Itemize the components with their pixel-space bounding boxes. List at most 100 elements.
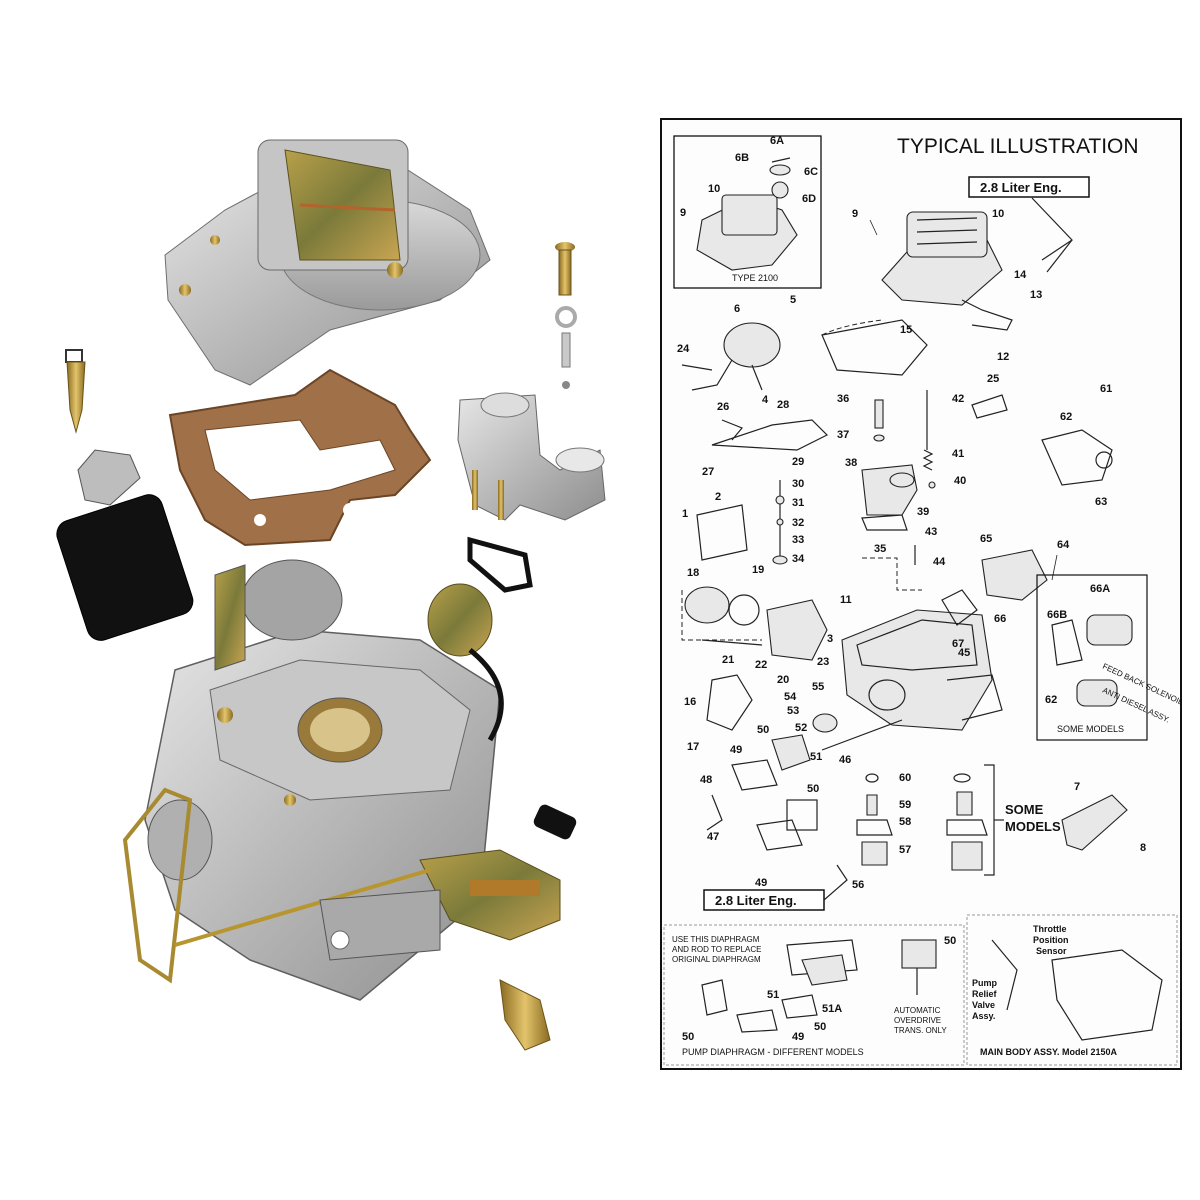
callout-1: 1: [682, 508, 688, 520]
callout-43: 43: [925, 526, 937, 538]
automatic-line3: TRANS. ONLY: [894, 1026, 947, 1035]
callout-62-inset: 62: [1045, 694, 1057, 706]
diaphragm-note-3: ORIGINAL DIAPHRAGM: [672, 955, 761, 964]
callout-50-auto: 50: [944, 935, 956, 947]
callout-9-inset: 9: [680, 207, 686, 219]
callout-49: 49: [730, 744, 742, 756]
callout-4: 4: [762, 394, 769, 406]
exploded-diagram-panel: TYPICAL ILLUSTRATION TYPE 2100 6A 6B 6C …: [660, 118, 1182, 1070]
callout-49-pump: 49: [792, 1031, 804, 1043]
automatic-line1: AUTOMATIC: [894, 1006, 941, 1015]
callout-36: 36: [837, 393, 849, 405]
diaphragm-note-2: AND ROD TO REPLACE: [672, 945, 762, 954]
callout-26: 26: [717, 401, 729, 413]
main-body-caption: MAIN BODY ASSY. Model 2150A: [980, 1047, 1118, 1057]
callout-9: 9: [852, 208, 858, 220]
callout-2: 2: [715, 491, 721, 503]
callout-6: 6: [734, 303, 740, 315]
callout-17: 17: [687, 741, 699, 753]
callout-6B: 6B: [735, 152, 749, 164]
callout-37: 37: [837, 429, 849, 441]
callout-40: 40: [954, 475, 966, 487]
carburetor-kit-photo: [56, 139, 606, 1051]
some-models-line2: MODELS: [1005, 819, 1061, 834]
throttle-line3: Sensor: [1036, 946, 1067, 956]
air-horn-drawing: [881, 211, 1013, 331]
callout-33: 33: [792, 534, 804, 546]
callout-58: 58: [899, 816, 911, 828]
callout-41: 41: [952, 448, 964, 460]
callout-6D: 6D: [802, 193, 816, 205]
callout-46: 46: [839, 754, 851, 766]
venturi-booster-photo: [457, 392, 606, 593]
main-body-inset: Throttle Position Sensor Pump Relief Val…: [966, 914, 1178, 1066]
float-photo: [56, 449, 194, 641]
callout-11: 11: [840, 594, 852, 606]
diaphragm-note-1: USE THIS DIAPHRAGM: [672, 935, 760, 944]
callout-18: 18: [687, 567, 699, 579]
callout-8: 8: [1140, 842, 1146, 854]
callout-47: 47: [707, 831, 719, 843]
needle-seat-photo: [65, 349, 86, 434]
pump-relief-line2: Relief: [972, 989, 998, 999]
callout-22: 22: [755, 659, 767, 671]
callout-51A: 51A: [822, 1003, 842, 1015]
callout-16: 16: [684, 696, 696, 708]
callout-31: 31: [792, 497, 804, 509]
some-models-label: SOME MODELS: [1057, 724, 1124, 734]
callout-6A: 6A: [770, 135, 784, 147]
callout-39: 39: [917, 506, 929, 518]
callout-34: 34: [792, 553, 805, 565]
callout-30: 30: [792, 478, 804, 490]
type-2100-inset: TYPE 2100 6A 6B 6C 6D 10 9: [673, 135, 822, 289]
callout-50-lower: 50: [807, 783, 819, 795]
callout-44: 44: [933, 556, 946, 568]
callout-61: 61: [1100, 383, 1112, 395]
callout-6C: 6C: [804, 166, 818, 178]
pump-relief-line3: Valve: [972, 1000, 995, 1010]
callout-19: 19: [752, 564, 764, 576]
throttle-line1: Throttle: [1033, 924, 1067, 934]
pump-diaphragm-caption: PUMP DIAPHRAGM - DIFFERENT MODELS: [682, 1047, 864, 1057]
engine-label-bottom: 2.8 Liter Eng.: [715, 893, 797, 908]
callout-49-lower: 49: [755, 877, 767, 889]
callout-5: 5: [790, 294, 796, 306]
callout-51: 51: [810, 751, 822, 763]
type-2100-label: TYPE 2100: [732, 273, 778, 283]
callout-15: 15: [900, 324, 912, 336]
callout-55: 55: [812, 681, 824, 693]
callout-42: 42: [952, 393, 964, 405]
callout-59: 59: [899, 799, 911, 811]
callout-48: 48: [700, 774, 712, 786]
automatic-line2: OVERDRIVE: [894, 1016, 941, 1025]
callout-50-pump: 50: [682, 1031, 694, 1043]
callout-57: 57: [899, 844, 911, 856]
callout-20: 20: [777, 674, 789, 686]
callout-65: 65: [980, 533, 992, 545]
callout-27: 27: [702, 466, 714, 478]
callout-50-pump-b: 50: [814, 1021, 826, 1033]
callout-50: 50: [757, 724, 769, 736]
callout-60: 60: [899, 772, 911, 784]
exploded-diagram: TYPICAL ILLUSTRATION TYPE 2100 6A 6B 6C …: [663, 135, 1180, 1066]
callout-14: 14: [1014, 269, 1027, 281]
callout-66A: 66A: [1090, 583, 1110, 595]
callout-21: 21: [722, 654, 734, 666]
air-horn-photo: [164, 139, 491, 386]
main-body-drawing: [841, 609, 1003, 731]
callout-13: 13: [1030, 289, 1042, 301]
callout-24: 24: [677, 343, 690, 355]
callout-62: 62: [1060, 411, 1072, 423]
callout-28: 28: [777, 399, 789, 411]
engine-label-top: 2.8 Liter Eng.: [980, 180, 1062, 195]
callout-12: 12: [997, 351, 1009, 363]
callout-7: 7: [1074, 781, 1080, 793]
callout-64: 64: [1057, 539, 1070, 551]
throttle-line2: Position: [1033, 935, 1069, 945]
callout-53: 53: [787, 705, 799, 717]
callout-56: 56: [852, 879, 864, 891]
pump-screw-photo: [555, 242, 577, 389]
callout-32: 32: [792, 517, 804, 529]
callout-10: 10: [992, 208, 1004, 220]
callout-38: 38: [845, 457, 857, 469]
